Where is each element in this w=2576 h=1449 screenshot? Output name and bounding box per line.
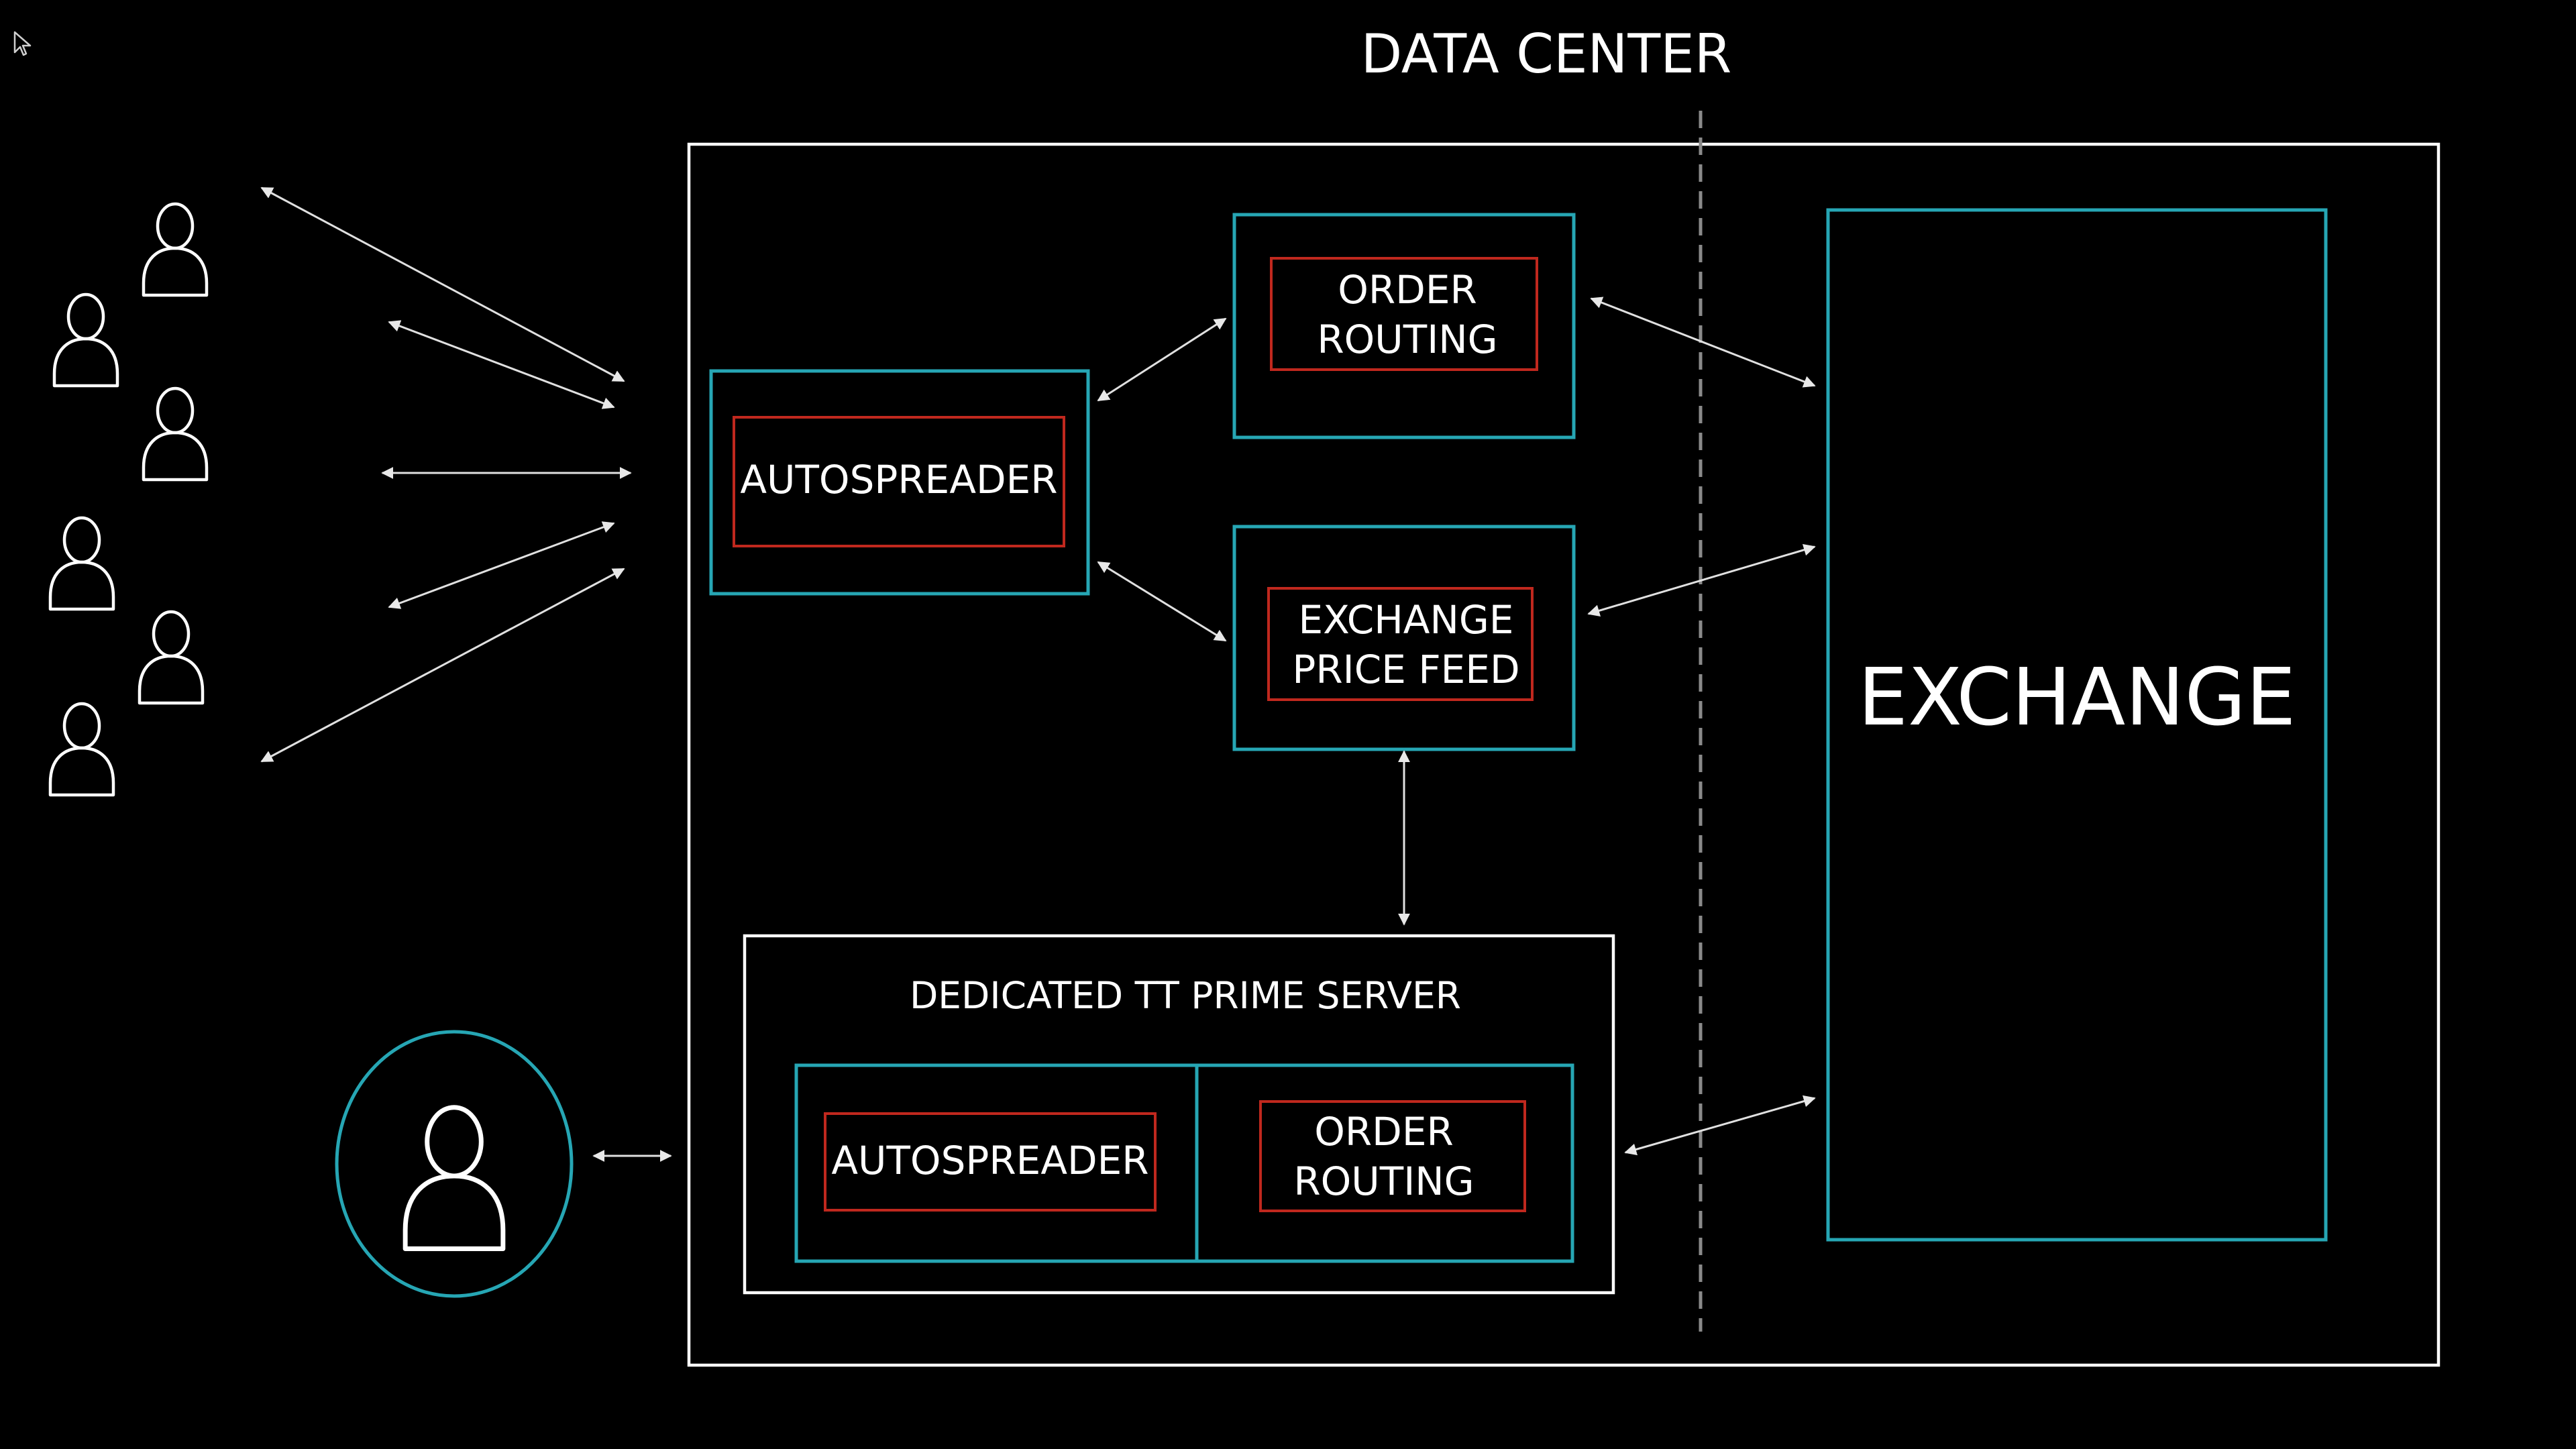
server-order-routing-module (1259, 1100, 1526, 1212)
exchange-to-order-routing-arrow (1590, 297, 1816, 388)
server-autospreader-label: AUTOSPREADER (831, 1138, 1148, 1183)
price-feed-label-line2: PRICE FEED (1292, 647, 1519, 692)
user-link-arrow (388, 320, 615, 409)
user-link-arrow (260, 568, 625, 763)
order-routing-label-line2: ROUTING (1317, 317, 1497, 362)
user-icon (144, 388, 207, 480)
mouse-cursor-icon (13, 31, 32, 56)
server-autospreader-module (824, 1112, 1157, 1212)
dedicated-server-box (743, 934, 1615, 1295)
autospreader-label: AUTOSPREADER (740, 457, 1057, 502)
user-icon (54, 294, 117, 386)
price-feed-module (1267, 587, 1534, 701)
exchange-to-price-feed-arrow (1587, 543, 1816, 617)
user-icon (50, 704, 113, 795)
user-link-arrow (388, 521, 615, 609)
user-icon (144, 204, 207, 295)
autospreader-to-price-feed-arrow (1097, 561, 1227, 642)
user-icon (140, 612, 203, 703)
user-icon (405, 1108, 503, 1249)
order-routing-to-autospreader-arrow (1097, 317, 1227, 402)
server-order-routing-box (1195, 1063, 1574, 1263)
autospreader-box (709, 369, 1090, 596)
server-order-routing-label-line1: ORDER (1314, 1109, 1454, 1155)
server-order-routing-label-line2: ROUTING (1293, 1159, 1474, 1204)
exchange-to-server-arrow (1624, 1095, 1816, 1156)
order-routing-module (1270, 257, 1538, 371)
exchange-label: EXCHANGE (1858, 651, 2296, 743)
dedicated-user-circle (335, 1030, 574, 1298)
exchange-box (1826, 208, 2328, 1242)
data-center-box (687, 142, 2440, 1367)
data-center-title: DATA CENTER (1361, 23, 1732, 85)
user-icon (50, 518, 113, 609)
order-routing-box (1232, 213, 1576, 439)
price-feed-box (1232, 525, 1576, 751)
user-link-arrow (260, 186, 625, 382)
price-feed-label-line1: EXCHANGE (1299, 597, 1514, 643)
autospreader-module (733, 416, 1065, 547)
order-routing-label-line1: ORDER (1338, 267, 1477, 313)
dedicated-server-title: DEDICATED TT PRIME SERVER (910, 974, 1461, 1017)
